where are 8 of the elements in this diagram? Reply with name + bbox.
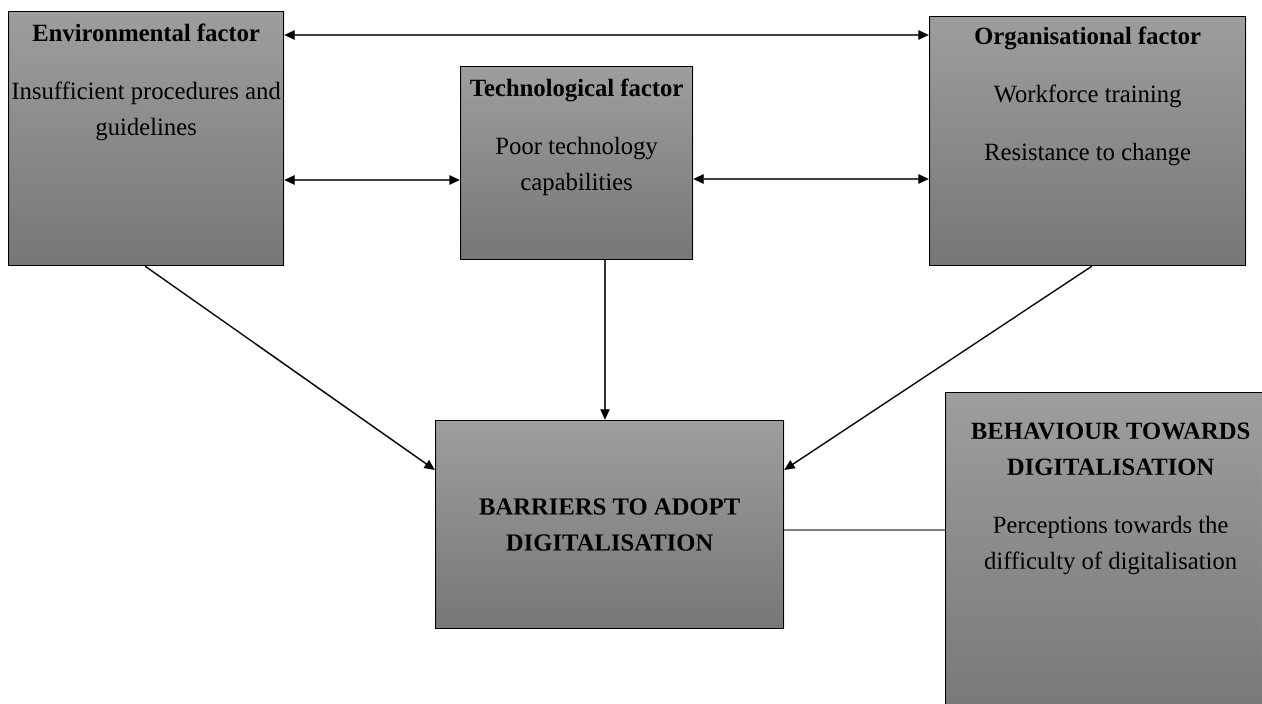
arrow xyxy=(144,265,435,470)
factor-box: Technological factor Poor technology capabilities xyxy=(460,66,694,261)
target-box: BARRIERS TO ADOPT DIGITALISATION xyxy=(435,420,785,630)
arrow xyxy=(784,265,1093,470)
connector-line xyxy=(783,529,946,531)
factor-box: Organisational factor Workforce training Resistance to change xyxy=(929,16,1247,267)
factor-box: Environmental factor Insufficient procedures and guidelines xyxy=(8,11,285,267)
factor-box: BEHAVIOUR TOWARDS DIGITALISATION Perceptions towards the difficulty of digitalisation xyxy=(945,392,1262,704)
